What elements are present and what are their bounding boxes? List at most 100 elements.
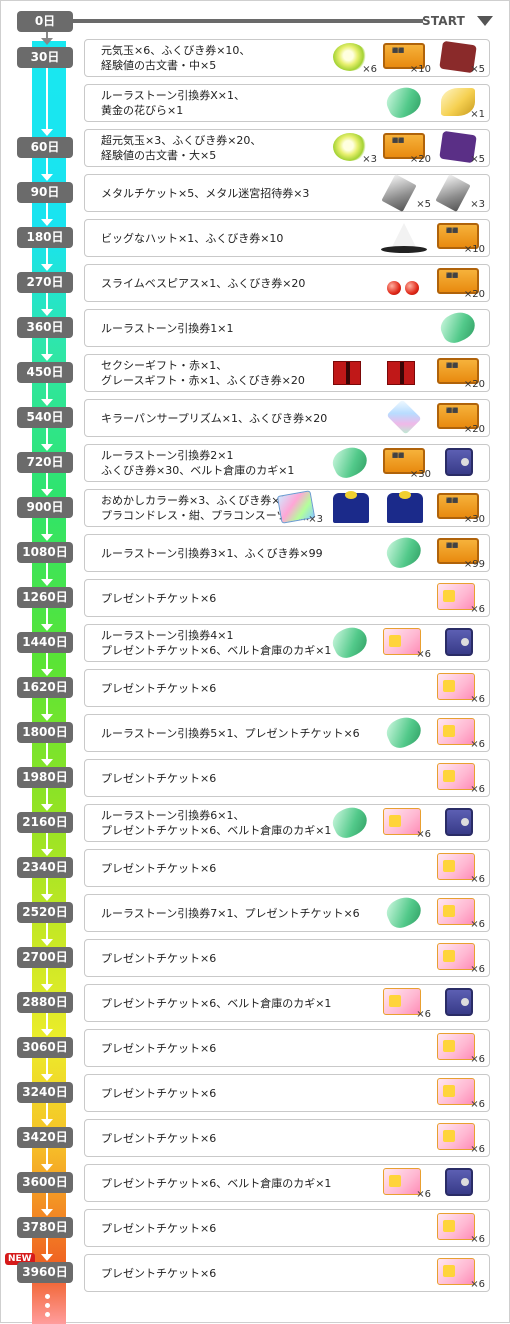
reward-item: ×6 [433,895,487,931]
timeline-arrow-icon [41,804,53,811]
reward-description: プレゼントチケット×6 [101,850,391,886]
item-quantity: ×6 [470,1144,485,1155]
reward-text-line: セクシーギフト・赤×1、 [101,359,228,372]
present-ticket-icon [383,808,421,835]
reward-description: プレゼントチケット×6 [101,1255,391,1291]
reward-description: プレゼントチケット×6 [101,1210,391,1246]
reward-text-line: ルーラストーン引換券3×1、ふくびき券×99 [101,546,323,560]
day-badge: 1800日 [17,722,73,743]
timeline-arrow-icon [41,1119,53,1126]
day-badge-0: 0日 [17,11,73,32]
hat-brim-icon [381,246,427,253]
reward-item: ×6 [433,670,487,706]
reward-row: プレゼントチケット×6×6 [84,579,490,617]
reward-row: プレゼントチケット×6×6 [84,1209,490,1247]
reward-description: プレゼントチケット×6 [101,1030,391,1066]
item-quantity: ×6 [362,64,377,75]
start-label: START [422,14,466,28]
item-quantity: ×6 [470,1279,485,1290]
reward-items: ×1 [379,82,487,122]
reward-text-line: プラコンドレス・紺、プラコンスーツ・紺 [101,509,310,522]
day-badge: 3960日 [17,1262,73,1283]
timeline-connector [46,428,48,446]
reward-row: ルーラストーン引換券X×1、黄金の花びら×1×1 [84,82,490,122]
item-quantity: ×6 [470,604,485,615]
reward-item: ×30 [433,490,487,526]
reward-description: ルーラストーン引換券7×1、プレゼントチケット×6 [101,895,391,931]
reward-text-line: プレゼントチケット×6 [101,1041,217,1055]
reward-description: 元気玉×6、ふくびき券×10、経験値の古文書・中×5 [101,40,351,76]
reward-item: ×3 [325,130,379,166]
reward-row: プレゼントチケット×6、ベルト倉庫のカギ×1 ×6 [84,984,490,1022]
timeline-connector [46,248,48,266]
reward-items: ×6 [379,1165,487,1201]
reward-row: プレゼントチケット×6×6 [84,759,490,797]
reward-row: ルーラストーン引換券3×1、ふくびき券×99 ×99 [84,532,490,572]
item-quantity: ×10 [463,244,485,255]
present-ticket-icon [437,673,475,700]
reward-description: セクシーギフト・赤×1、グレースギフト・赤×1、ふくびき券×20 [101,355,351,391]
present-ticket-icon [437,1123,475,1150]
reward-item: ×6 [379,1165,433,1201]
rula-stone-icon [436,307,480,347]
reward-text-line: ビッグなハット×1、ふくびき券×10 [101,231,284,245]
safe-key-icon [445,1168,473,1196]
timeline-arrow-icon [41,264,53,271]
reward-row: 超元気玉×3、ふくびき券×20、経験値の古文書・大×5×3×20×5 [84,129,490,167]
day-badge: 1980日 [17,767,73,788]
reward-items: ×99 [379,532,487,572]
ticket-icon [437,268,479,294]
day-badge: 1080日 [17,542,73,563]
day-badge: 3600日 [17,1172,73,1193]
reward-item: ×6 [433,1030,487,1066]
timeline-connector [46,1058,48,1076]
present-ticket-icon [383,1168,421,1195]
day-badge: 3780日 [17,1217,73,1238]
reward-item: ×30 [379,445,433,481]
reward-item: ×6 [325,40,379,76]
petal-icon [441,88,475,116]
rula-stone-icon [382,892,426,932]
day-badge: 2880日 [17,992,73,1013]
reward-item [379,355,433,391]
reward-items: ×6 [379,985,487,1021]
item-quantity: ×5 [470,154,485,165]
timeline-arrow-icon [41,489,53,496]
reward-item [379,892,433,932]
reward-description: キラーパンサープリズム×1、ふくびき券×20 [101,400,391,436]
reward-text-line: プレゼントチケット×6 [101,1221,217,1235]
gift-icon [387,361,415,385]
timeline-connector [46,1148,48,1166]
present-ticket-icon [437,763,475,790]
rula-stone-icon [382,532,426,572]
safe-key-icon [445,628,473,656]
reward-description: プレゼントチケット×6、ベルト倉庫のカギ×1 [101,1165,391,1201]
day-badge: 270日 [17,272,73,293]
reward-row: プレゼントチケット×6×6 [84,669,490,707]
timeline-connector [46,743,48,761]
day-badge: 900日 [17,497,73,518]
timeline-connector [46,698,48,716]
reward-item [379,712,433,752]
reward-text-line: ルーラストーン引換券7×1、プレゼントチケット×6 [101,906,360,920]
reward-items [433,307,487,347]
reward-item: ×5 [433,130,487,166]
reward-text-line: グレースギフト・赤×1、ふくびき券×20 [101,374,305,387]
timeline-arrow-icon [41,1164,53,1171]
timeline-arrow-icon [41,399,53,406]
reward-text-line: プレゼントチケット×6、ベルト倉庫のカギ×1 [101,996,332,1010]
reward-row: スライムベスピアス×1、ふくびき券×20×20 [84,264,490,302]
item-quantity: ×20 [463,424,485,435]
reward-items: ×3×30 [271,490,487,526]
day-badge: 180日 [17,227,73,248]
rula-stone-icon [328,802,372,842]
timeline-connector [46,968,48,986]
continuation-dots-icon [45,1294,51,1321]
timeline-connector [46,158,48,176]
reward-text-line: プレゼントチケット×6、ベルト倉庫のカギ×1 [101,644,332,657]
reward-item [325,622,379,662]
timeline-connector [46,383,48,401]
reward-item [433,985,487,1021]
earring-icon [387,281,401,295]
reward-item: ×99 [433,535,487,571]
